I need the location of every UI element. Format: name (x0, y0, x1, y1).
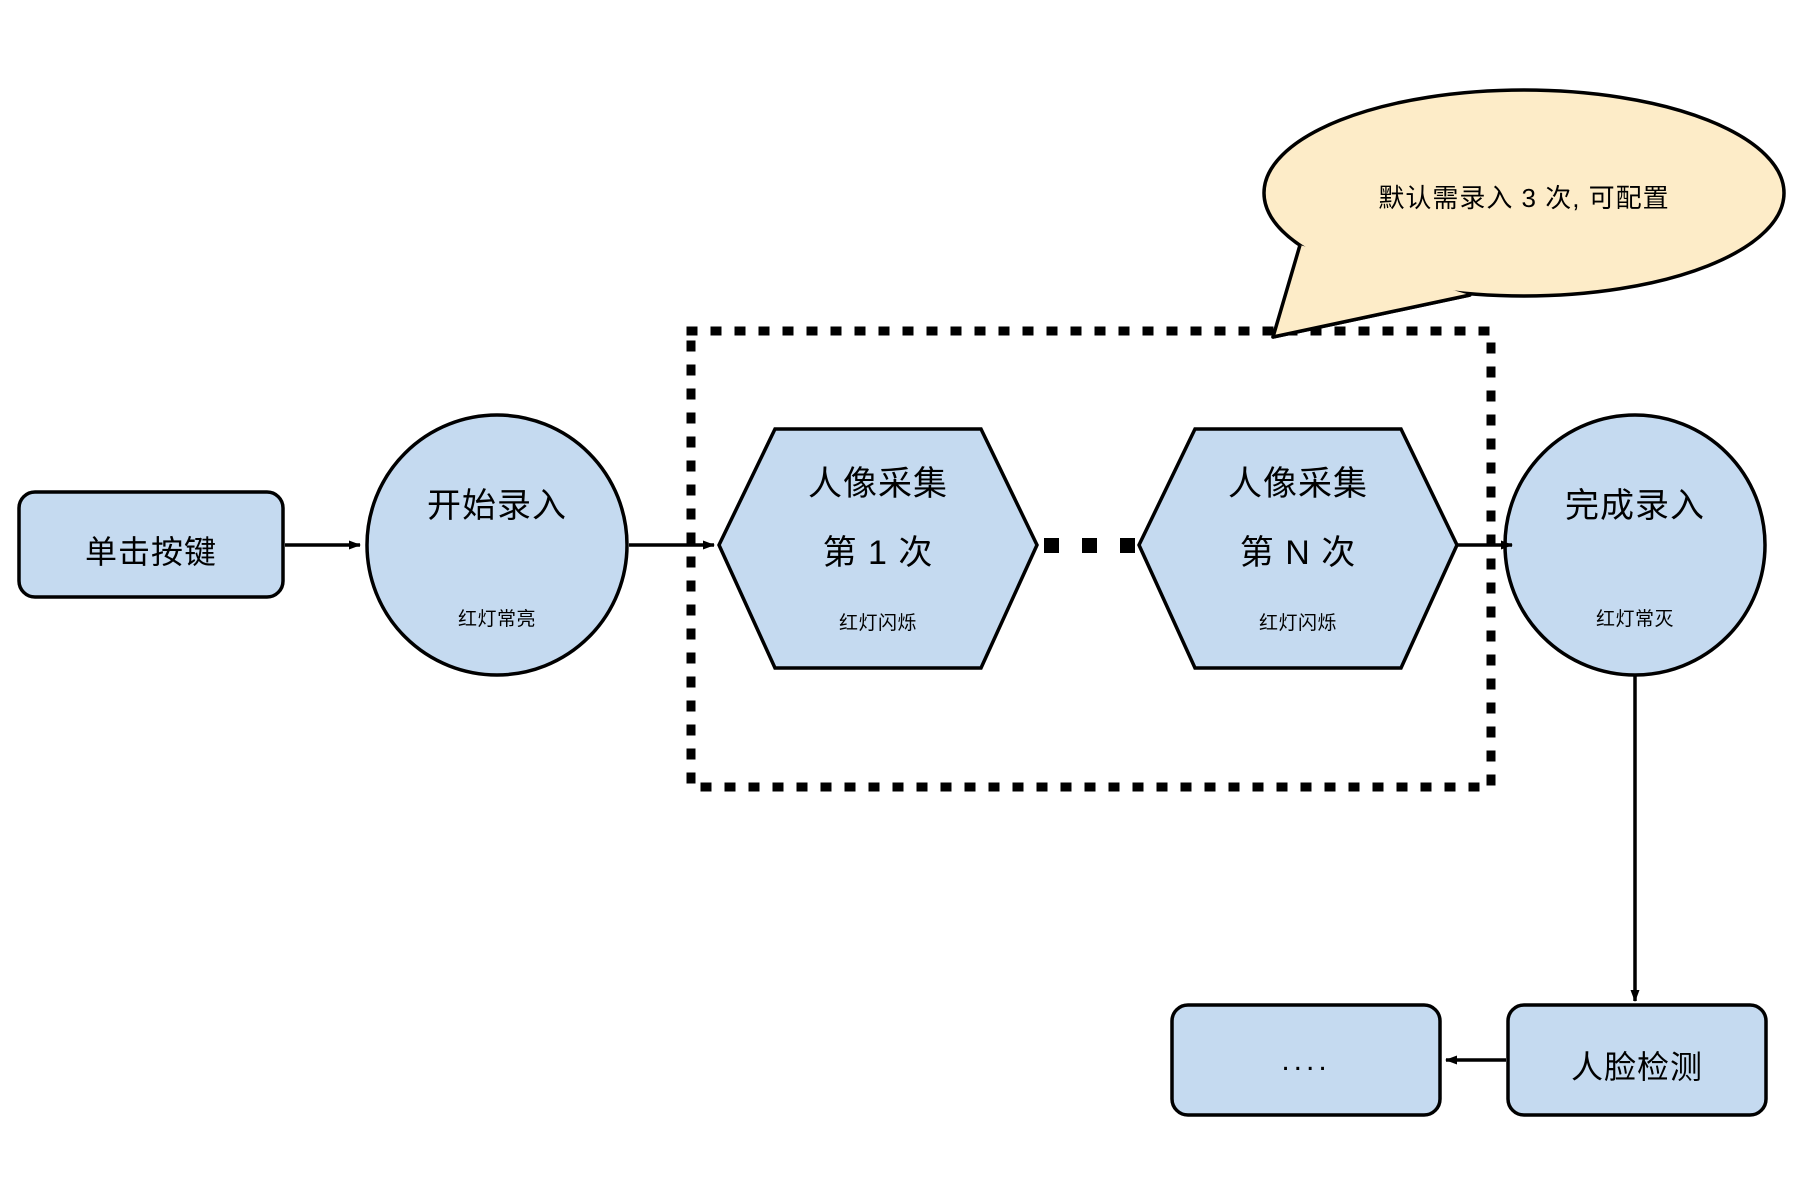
node-face-detect[interactable] (1508, 1005, 1766, 1115)
callout-times-shape (1262, 88, 1786, 339)
edge-capture-ellipsis (1044, 538, 1135, 553)
node-more-steps[interactable] (1172, 1005, 1440, 1115)
node-finish-enroll[interactable] (1505, 415, 1765, 675)
capture-loop-group (686, 326, 1496, 792)
node-start-enroll[interactable] (367, 415, 627, 675)
node-more-steps-shape[interactable] (1170, 1003, 1442, 1117)
node-capture-nth-shape[interactable] (1137, 427, 1459, 670)
callout-times[interactable] (1264, 90, 1784, 340)
node-click-button-shape[interactable] (17, 490, 285, 599)
node-start-enroll-shape[interactable] (365, 413, 629, 677)
node-capture-nth[interactable] (1139, 429, 1457, 668)
node-face-detect-shape[interactable] (1506, 1003, 1768, 1117)
node-capture-first-shape[interactable] (717, 427, 1039, 670)
node-capture-first[interactable] (719, 429, 1037, 668)
node-click-button[interactable] (19, 492, 283, 597)
